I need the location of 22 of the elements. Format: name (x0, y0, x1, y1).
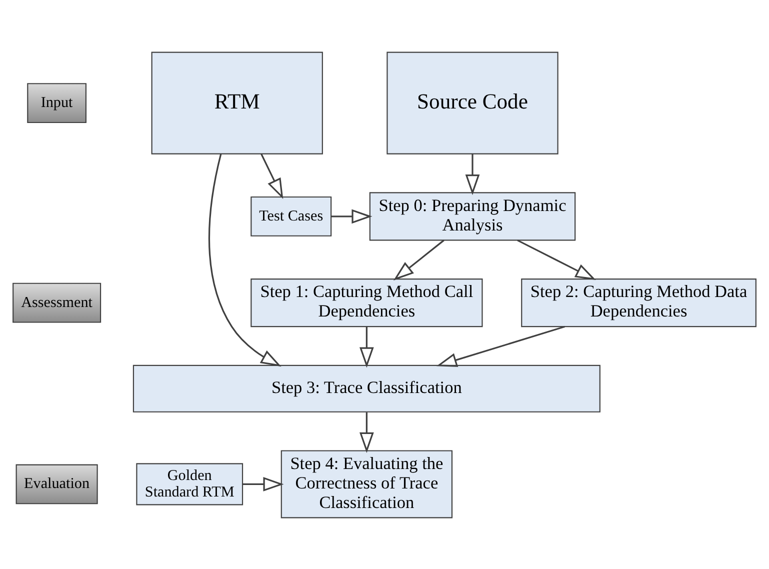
node-box: Evaluation (16, 464, 98, 504)
node-box: Step 2: Capturing Method Data Dependencies (521, 278, 756, 327)
arrow (242, 476, 284, 491)
node-box: RTM (151, 51, 323, 154)
node-box: Step 4: Evaluating the Correctness of Trace Classification (280, 450, 453, 518)
arrow (331, 208, 372, 224)
node-box: Source Code (386, 51, 558, 154)
node-box: Step 3: Trace Classification (132, 364, 600, 412)
node-box: Test Cases (250, 196, 332, 236)
arrow (208, 153, 282, 366)
node-box: Golden Standard RTM (136, 462, 244, 505)
arrow (393, 239, 444, 280)
node-box: Step 1: Capturing Method Call Dependencies (250, 278, 483, 327)
arrow (360, 412, 374, 452)
arrow (436, 325, 566, 366)
arrow (260, 153, 284, 199)
node-box: Assessment (12, 282, 102, 322)
node-box: Input (27, 82, 86, 123)
arrow (517, 239, 596, 280)
arrow (465, 153, 480, 195)
arrow (360, 326, 374, 368)
node-box: Step 0: Preparing Dynamic Analysis (369, 192, 576, 240)
